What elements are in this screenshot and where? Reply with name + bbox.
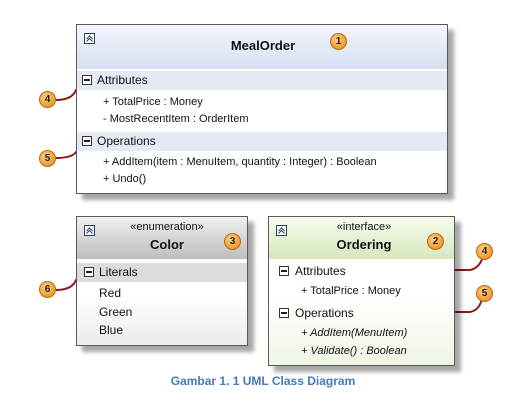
class-color[interactable]: «enumeration» Color Literals Red Green B… [76, 216, 248, 346]
operations-section-header[interactable]: Operations [269, 304, 454, 323]
attributes-section-header[interactable]: Attributes [77, 71, 447, 90]
callout-number-2: 2 [427, 233, 444, 250]
attribute-item: + TotalPrice : Money [301, 285, 401, 297]
operation-item: + Validate() : Boolean [301, 345, 407, 357]
callout-number-3: 3 [224, 233, 241, 250]
operations-label: Operations [295, 306, 354, 320]
attributes-label: Attributes [97, 73, 148, 87]
callout-line-5-mealorder [55, 141, 97, 159]
class-name: Ordering [336, 237, 392, 252]
class-name: MealOrder [230, 38, 296, 53]
attribute-item: + TotalPrice : Money [103, 96, 203, 108]
attributes-section-header[interactable]: Attributes [269, 262, 454, 281]
minus-icon[interactable] [279, 308, 289, 318]
callout-number-4-mealorder: 4 [39, 91, 56, 108]
class-mealorder-header: MealOrder [77, 25, 447, 69]
collapse-icon[interactable] [276, 225, 287, 236]
literals-label: Literals [99, 265, 138, 279]
stereotype-label: «interface» [336, 221, 392, 233]
class-mealorder[interactable]: MealOrder Attributes + TotalPrice : Mone… [76, 24, 448, 194]
operations-label: Operations [97, 134, 156, 148]
stereotype-label: «enumeration» [130, 221, 204, 233]
callout-number-6-color: 6 [39, 281, 56, 298]
operations-section-header[interactable]: Operations [77, 132, 447, 151]
literals-section-header[interactable]: Literals [77, 263, 247, 282]
figure-caption: Gambar 1. 1 UML Class Diagram [170, 374, 356, 388]
callout-line-6-color [55, 271, 91, 291]
callout-number-5-ordering: 5 [476, 285, 493, 302]
collapse-icon[interactable] [84, 33, 95, 44]
minus-icon[interactable] [84, 267, 94, 277]
operation-item: + AddItem(MenuItem) [301, 327, 408, 339]
callout-number-4-ordering: 4 [476, 243, 493, 260]
operation-item: + Undo() [103, 173, 147, 185]
literal-item: Blue [99, 323, 124, 337]
callout-number-5-mealorder: 5 [39, 150, 56, 167]
attribute-item: - MostRecentItem : OrderItem [103, 113, 249, 125]
minus-icon[interactable] [82, 136, 92, 146]
literal-item: Green [99, 305, 133, 319]
operation-item: + AddItem(item : MenuItem, quantity : In… [103, 156, 377, 168]
collapse-icon[interactable] [84, 225, 95, 236]
attributes-label: Attributes [295, 264, 346, 278]
class-color-header: «enumeration» Color [77, 217, 247, 259]
literal-item: Red [99, 286, 122, 300]
class-name: Color [150, 237, 184, 252]
minus-icon[interactable] [279, 266, 289, 276]
callout-number-1: 1 [330, 33, 347, 50]
class-ordering[interactable]: «interface» Ordering Attributes + TotalP… [268, 216, 455, 366]
class-ordering-header: «interface» Ordering [269, 217, 454, 259]
callout-line-4-mealorder [55, 81, 97, 101]
minus-icon[interactable] [82, 75, 92, 85]
